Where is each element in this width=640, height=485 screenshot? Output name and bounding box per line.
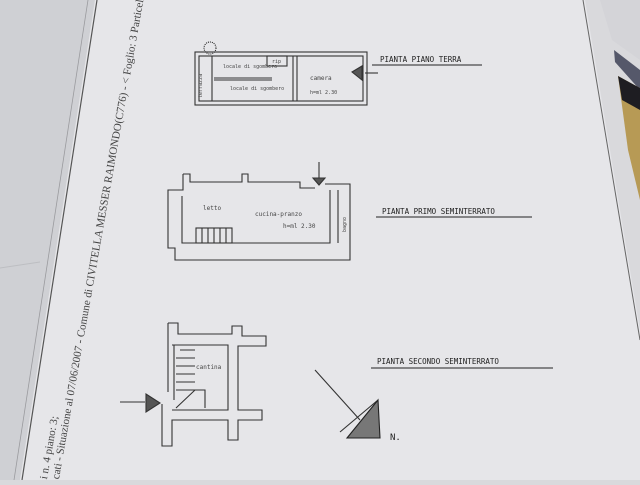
- room-label-camera: camera: [310, 75, 332, 82]
- plan-title-piano-terra: PIANTA PIANO TERRA: [380, 55, 462, 64]
- right-edge-line: [582, 0, 640, 341]
- north-label: N.: [390, 433, 401, 443]
- plan-first-basement: letto cucina-pranzo h=ml 2.30 bagno PIAN…: [167, 162, 532, 261]
- plan-title-primo-seminterrato: PIANTA PRIMO SEMINTERRATO: [382, 207, 495, 216]
- room-label-locale-sgombero-2: locale di sgombero: [230, 86, 284, 92]
- room-label-cantina: cantina: [196, 364, 222, 371]
- room-label-rip: rip: [272, 59, 281, 65]
- plan-second-basement: cantina PIANTA SECONDO SEMINTERRATO: [120, 322, 553, 447]
- plan-ground-floor: terrazza locale di sgombero locale di sg…: [194, 41, 482, 106]
- sheet-edge-line: [21, 0, 98, 481]
- room-label-cucina-pranzo: cucina-pranzo: [255, 211, 302, 218]
- room-label-bagno: bagno: [342, 217, 348, 232]
- plan-title-secondo-seminterrato: PIANTA SECONDO SEMINTERRATO: [377, 357, 499, 366]
- room-height-label: h=ml 2.30: [283, 223, 316, 230]
- room-label-terrazza: terrazza: [198, 74, 204, 98]
- room-height-label: h=ml 2.30: [310, 90, 337, 96]
- room-label-letto: letto: [203, 205, 221, 212]
- north-arrow-icon: N.: [314, 369, 401, 443]
- room-label-locale-sgombero-1: locale di sgombero: [223, 64, 277, 70]
